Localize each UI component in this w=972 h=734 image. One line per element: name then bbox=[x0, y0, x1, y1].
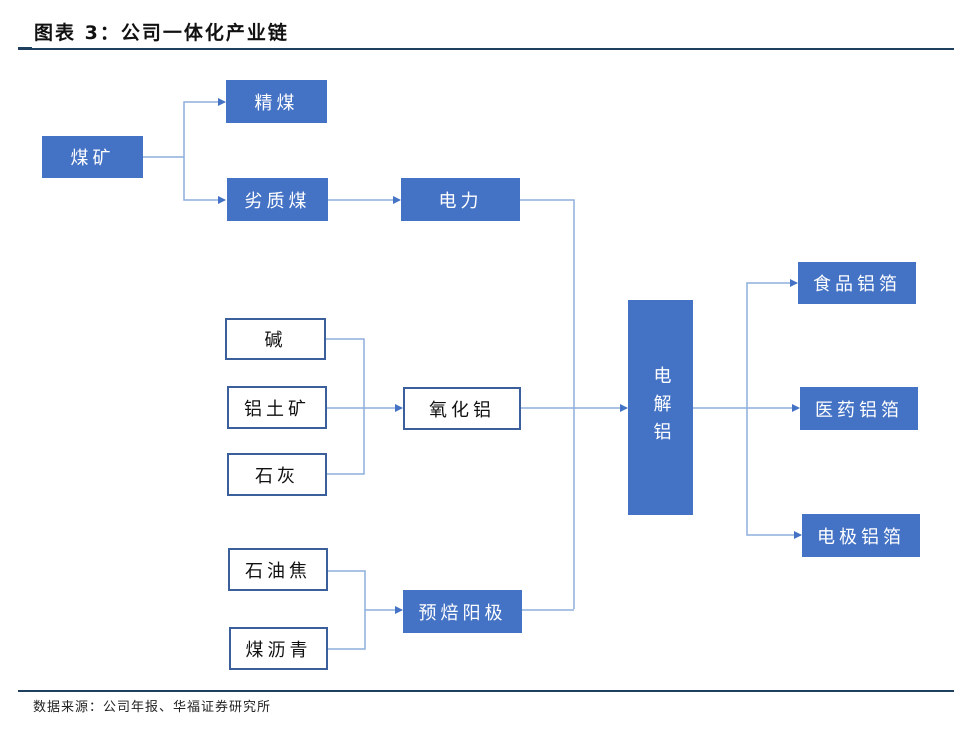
edge-coal-mine-to-clean-coal bbox=[143, 98, 226, 158]
edge-coal-pitch-to-anode bbox=[328, 606, 403, 650]
edge-electrolytic-to-food-foil bbox=[693, 279, 798, 409]
source-note: 数据来源：公司年报、华福证券研究所 bbox=[33, 700, 272, 715]
node-petroleum-coke: 石油焦 bbox=[228, 548, 328, 591]
edge-petroleum-coke-to-anode bbox=[328, 570, 366, 610]
bottom-rule bbox=[18, 690, 954, 692]
node-coal-mine: 煤矿 bbox=[42, 136, 143, 178]
top-rule-accent bbox=[18, 47, 32, 50]
figure-title: 图表 3：公司一体化产业链 bbox=[34, 22, 289, 44]
node-food-foil: 食品铝箔 bbox=[798, 262, 916, 304]
edge-coal-mine-to-inferior-coal bbox=[183, 157, 226, 204]
node-prebaked-anode: 预焙阳极 bbox=[403, 590, 522, 633]
node-bauxite: 铝土矿 bbox=[227, 386, 327, 429]
node-inferior-coal: 劣质煤 bbox=[227, 178, 328, 221]
node-pharma-foil: 医药铝箔 bbox=[800, 387, 918, 430]
edge-alkali-to-alumina bbox=[326, 338, 365, 408]
node-coal-pitch: 煤沥青 bbox=[229, 627, 328, 670]
edge-lime-to-alumina bbox=[326, 408, 365, 475]
node-alumina: 氧化铝 bbox=[403, 387, 521, 430]
node-clean-coal: 精煤 bbox=[226, 80, 327, 123]
node-alkali: 碱 bbox=[225, 318, 326, 360]
node-electrolytic-aluminum: 电解铝 bbox=[628, 300, 693, 515]
edge-electrolytic-to-electrode-foil bbox=[746, 408, 802, 539]
node-electrolytic-aluminum-label: 电解铝 bbox=[650, 365, 672, 450]
node-electricity: 电力 bbox=[401, 178, 520, 221]
node-lime: 石灰 bbox=[227, 453, 327, 496]
top-rule bbox=[18, 48, 954, 50]
node-electrode-foil: 电极铝箔 bbox=[802, 514, 920, 557]
edge-electricity-to-electrolytic bbox=[520, 199, 575, 609]
